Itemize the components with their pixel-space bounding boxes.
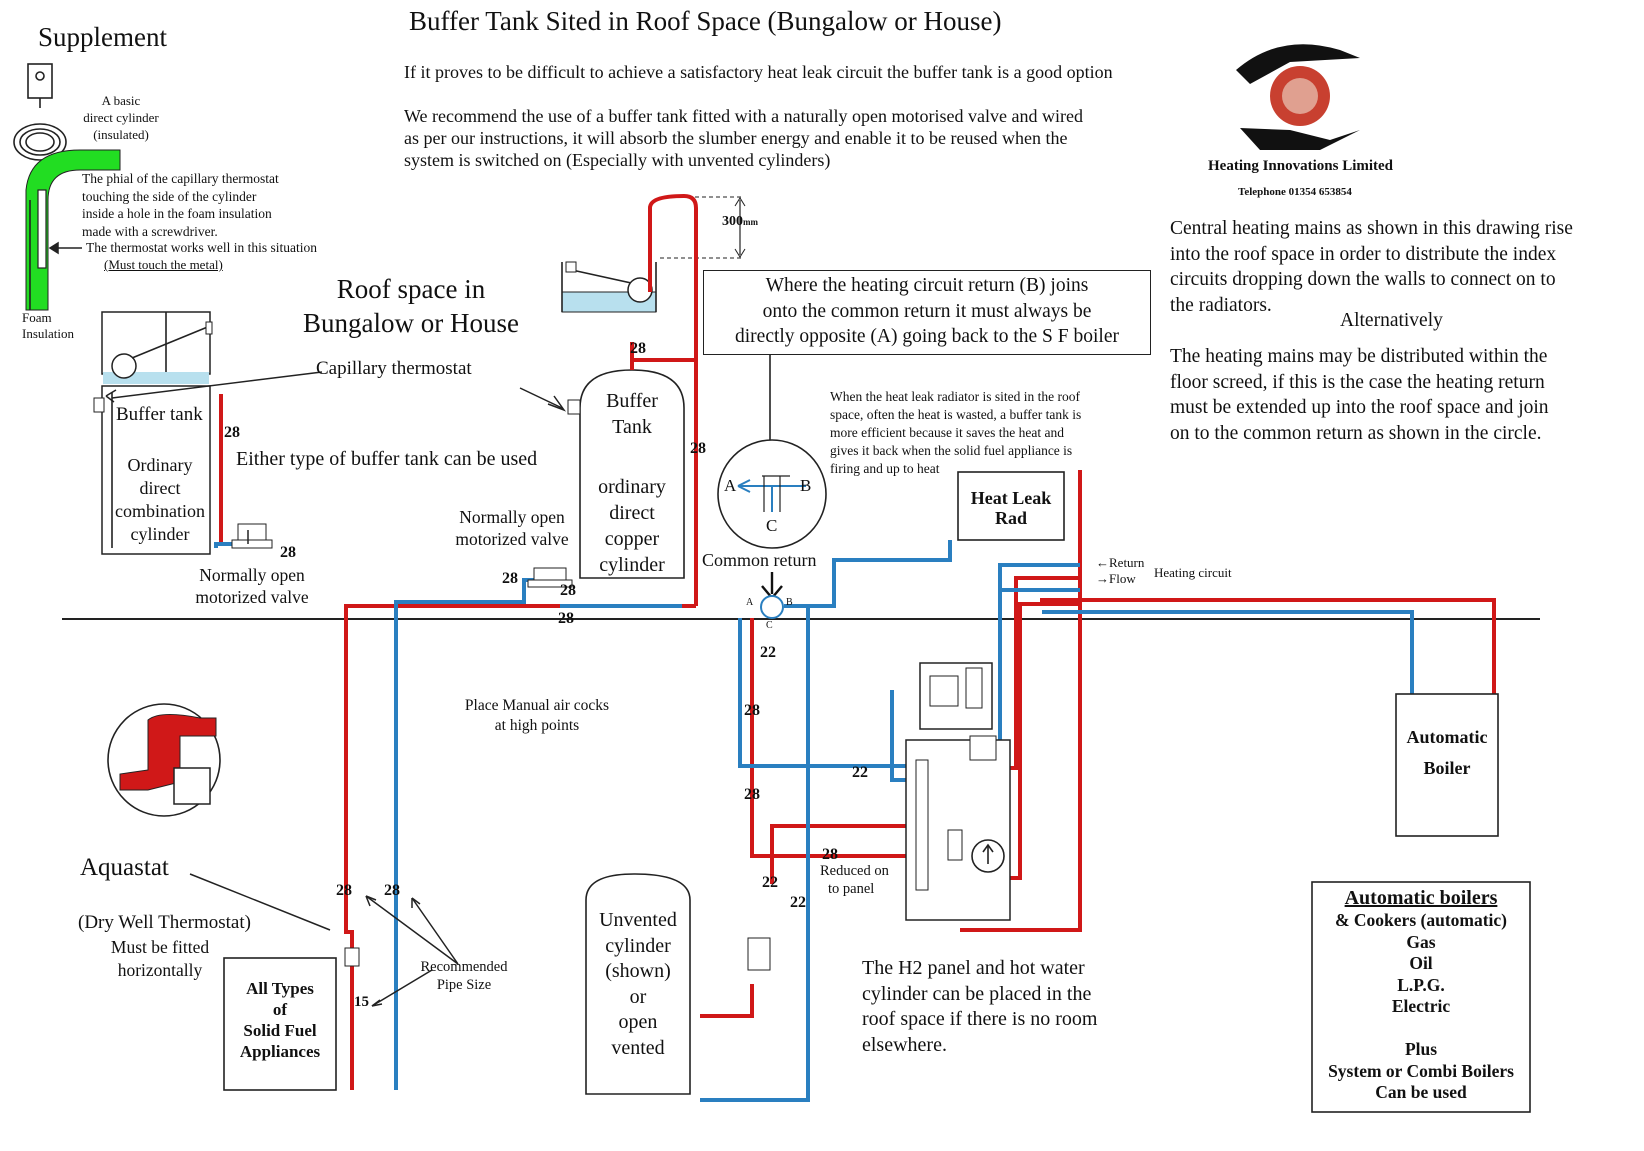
works-note: The thermostat works well in this situat… [86, 240, 317, 255]
heating-circuit-label: Heating circuit [1154, 565, 1232, 580]
alternatively-label: Alternatively [1340, 310, 1443, 331]
tee-C: C [766, 516, 778, 535]
capillary-thermostat-label: Capillary thermostat [316, 358, 472, 379]
supplement-title: Supplement [38, 22, 167, 52]
pipe-size: 22 [760, 644, 776, 661]
pipe-size: 28 [630, 340, 646, 357]
pipe-size: 28 [558, 610, 574, 627]
aquastat-illustration [107, 703, 221, 817]
pipe-size: 28 [822, 846, 838, 863]
return-note: Where the heating circuit return (B) joi… [735, 275, 1119, 347]
either-type-label: Either type of buffer tank can be used [236, 448, 538, 470]
heat-leak-rad [957, 471, 1065, 541]
dry-well-label: (Dry Well Thermostat) [78, 912, 251, 933]
supplement-cylinder [13, 63, 121, 311]
valve-C: C [766, 620, 773, 631]
left-buffer-tank [93, 311, 213, 555]
intro-line-1: If it proves to be difficult to achieve … [404, 62, 1113, 82]
return-note-box [703, 270, 1151, 355]
tee-detail-circle [717, 439, 827, 549]
intro-line-2: We recommend the use of a buffer tank fi… [404, 106, 1083, 126]
flow-label: →Flow [1096, 571, 1136, 586]
automatic-boiler [1395, 693, 1499, 837]
valve-A: A [746, 597, 754, 608]
pipe-size: 28 [280, 544, 296, 561]
auto-boilers-box [1311, 881, 1531, 1113]
pointer-lines [48, 241, 567, 1007]
unvented-cylinder [585, 873, 691, 1095]
pipe-size: 28 [744, 702, 760, 719]
pipe-size: 28 [744, 786, 760, 803]
must-touch-note: (Must touch the metal) [104, 257, 223, 272]
return-label: ←Return [1096, 555, 1145, 570]
pipe-size: 28 [384, 882, 400, 899]
alternative-note: The heating mains may be distributed wit… [1170, 346, 1549, 444]
dimension-300 [660, 196, 746, 259]
common-return-label: Common return [702, 550, 817, 570]
main-buffer-tank [567, 369, 685, 579]
auto-boilers-text: Automatic boilers & Cookers (automatic)G… [1328, 887, 1514, 1102]
aquastat-label: Aquastat [80, 854, 169, 881]
pipe-size: 28 [336, 882, 352, 899]
buffer-tank-left-label: Buffer tank [116, 404, 203, 425]
intro-line-4: system is switched on (Especially with u… [404, 150, 831, 170]
feed-expansion-tank [561, 261, 657, 313]
pipe-size: 22 [762, 874, 778, 891]
pipe-size: 28 [502, 570, 518, 587]
return-pipes [214, 540, 1414, 1102]
pipe-size: 22 [852, 764, 868, 781]
pipe-size: 28 [560, 582, 576, 599]
valve-B: B [786, 597, 793, 608]
intro-line-3: as per our instructions, it will absorb … [404, 128, 1068, 148]
central-heating-note: Central heating mains as shown in this d… [1170, 218, 1573, 316]
pipe-size: 28 [690, 440, 706, 457]
tee-A: A [724, 476, 737, 495]
tee-B: B [800, 476, 812, 495]
dimension-label: 300mm [722, 214, 758, 229]
flow-pipes [219, 193, 1496, 1090]
pipe-size: 22 [790, 894, 806, 911]
company-name: Heating Innovations Limited [1208, 158, 1394, 174]
heat-leak-note: When the heat leak radiator is sited in … [830, 389, 1082, 476]
solid-fuel-appliance [223, 957, 337, 1091]
pipe-size: 28 [224, 424, 240, 441]
pipe-size: 15 [354, 994, 369, 1010]
company-logo [1236, 44, 1360, 150]
company-phone: Telephone 01354 653854 [1238, 186, 1352, 198]
page-title: Buffer Tank Sited in Roof Space (Bungalo… [409, 6, 1002, 36]
h2-panel [905, 662, 1011, 921]
